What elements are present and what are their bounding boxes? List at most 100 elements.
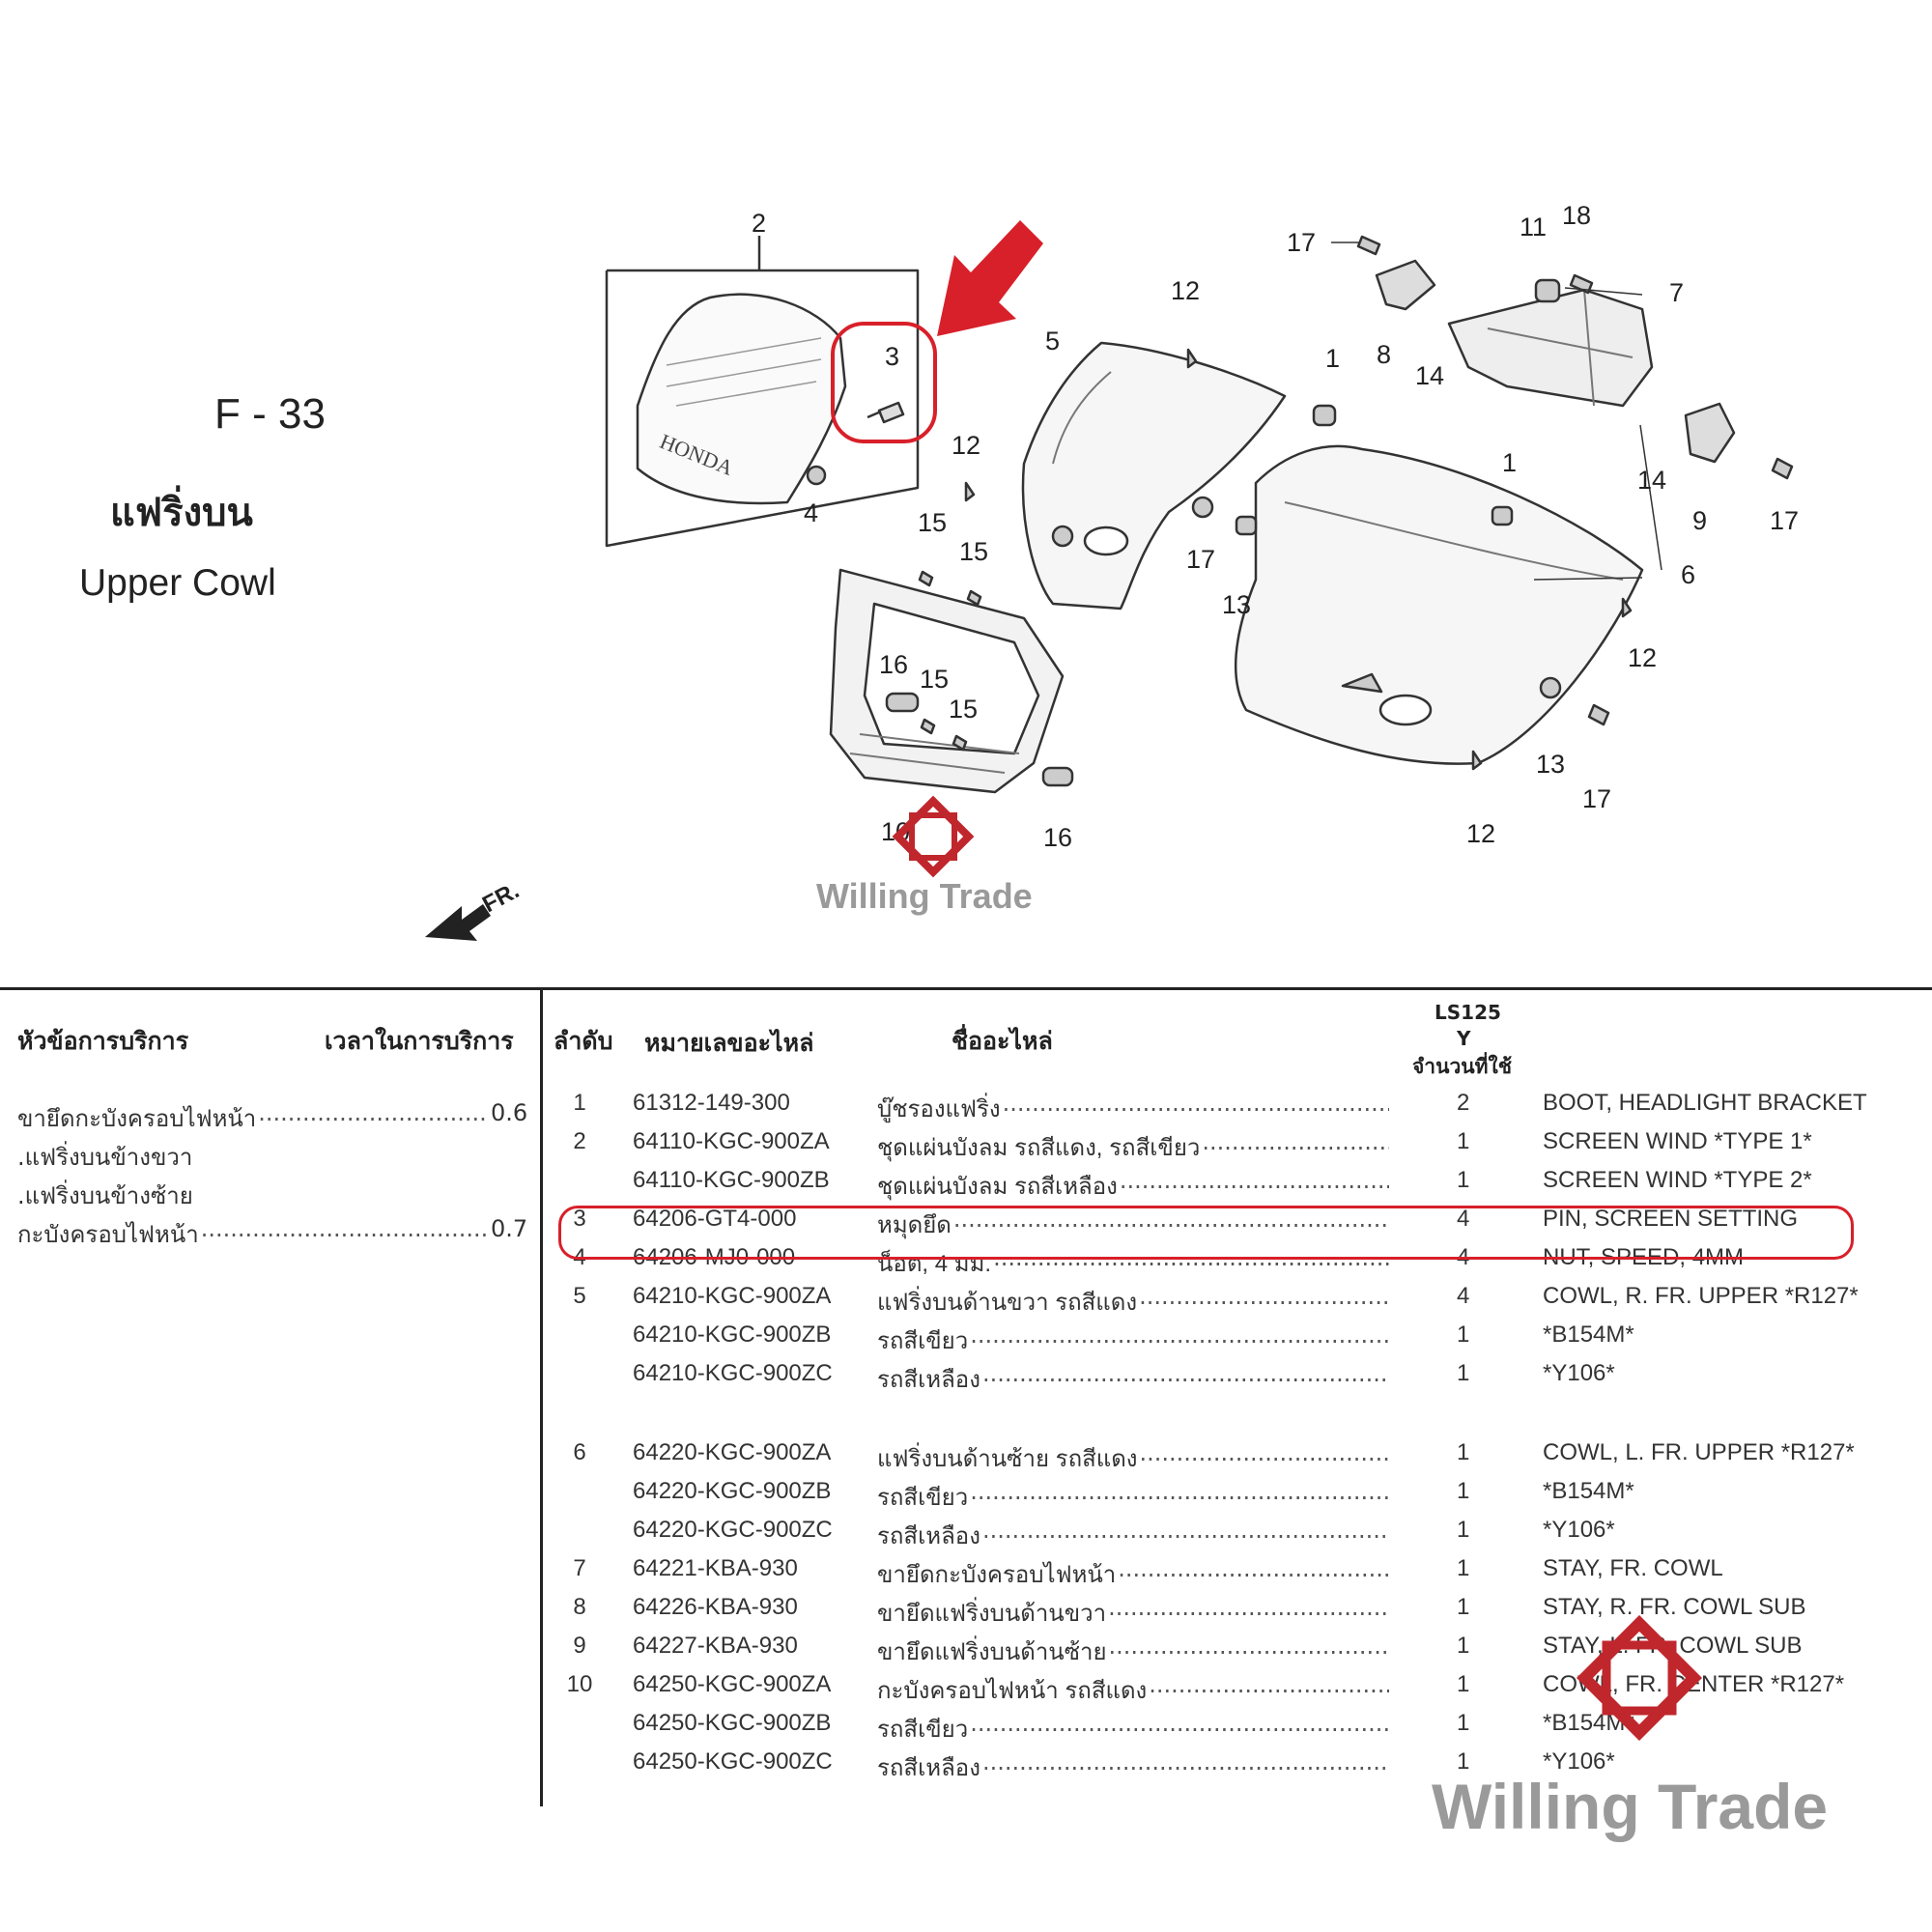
dot-leader: ........................................… bbox=[970, 1321, 1389, 1349]
dot-leader: ........................................… bbox=[1108, 1633, 1389, 1660]
callout-8: 8 bbox=[1377, 340, 1391, 369]
service-item-label: .แฟริ่งบนข้างซ้าย bbox=[17, 1182, 193, 1209]
part-name-english: SCREEN WIND *TYPE 2* bbox=[1543, 1167, 1812, 1193]
pin-part bbox=[867, 401, 905, 424]
part-name-thai: กะบังครอบไฟหน้า รถสีแดง bbox=[877, 1678, 1148, 1704]
quantity: 1 bbox=[1457, 1321, 1470, 1348]
part-name-thai: แฟริ่งบนด้านซ้าย รถสีแดง bbox=[877, 1446, 1138, 1472]
dot-leader: ........................................… bbox=[1149, 1671, 1389, 1698]
part-name-english: STAY, FR. COWL bbox=[1543, 1555, 1723, 1581]
part-number: 64210-KGC-900ZB bbox=[633, 1321, 832, 1348]
dot-leader: ........................................… bbox=[1108, 1594, 1389, 1621]
part-number: 64220-KGC-900ZA bbox=[633, 1439, 832, 1465]
dot-leader: ........................................… bbox=[1139, 1283, 1389, 1310]
callout-16: 16 bbox=[1043, 823, 1072, 852]
quantity: 1 bbox=[1457, 1360, 1470, 1386]
part-name-thai: รถสีเหลือง bbox=[877, 1367, 980, 1393]
part-name-english: *Y106* bbox=[1543, 1360, 1615, 1386]
dot-leader: ........................................… bbox=[970, 1710, 1389, 1737]
red-arrow-icon bbox=[937, 220, 1043, 336]
figure-code: F - 33 bbox=[214, 390, 326, 438]
callout-6: 6 bbox=[1681, 560, 1695, 589]
header-quantity: จำนวนที่ใช้ bbox=[1412, 1055, 1512, 1078]
table-column-divider bbox=[540, 987, 543, 1806]
part-name-thai: รถสีเหลือง bbox=[877, 1755, 980, 1781]
callout-18: 18 bbox=[1562, 201, 1591, 230]
part-name-thai: น็อต, 4 มม. bbox=[877, 1251, 992, 1277]
quantity: 1 bbox=[1457, 1555, 1470, 1581]
part-number: 64221-KBA-930 bbox=[633, 1555, 798, 1581]
quantity: 4 bbox=[1457, 1206, 1470, 1232]
callout-14: 14 bbox=[1637, 466, 1666, 495]
callout-1: 1 bbox=[1325, 344, 1340, 373]
front-direction-arrow-icon: FR. bbox=[425, 877, 524, 941]
callout-12: 12 bbox=[1171, 276, 1200, 305]
service-item-label: ขายึดกะบังครอบไฟหน้า bbox=[17, 1105, 257, 1132]
callout-1: 1 bbox=[1502, 448, 1517, 477]
callout-13: 13 bbox=[1536, 750, 1565, 779]
part-name-english: *B154M* bbox=[1543, 1478, 1634, 1504]
part-name-thai: รถสีเขียว bbox=[877, 1328, 969, 1354]
part-number: 64110-KGC-900ZB bbox=[633, 1167, 830, 1193]
dot-leader: ........................................… bbox=[952, 1206, 1389, 1233]
part-name-thai: ขายึดแฟริ่งบนด้านซ้าย bbox=[877, 1639, 1107, 1665]
service-item-time: 0.6 bbox=[491, 1099, 528, 1126]
part-name-english: COWL, L. FR. UPPER *R127* bbox=[1543, 1439, 1855, 1465]
watermark-text: Willing Trade bbox=[816, 876, 1033, 916]
part-number: 64250-KGC-900ZB bbox=[633, 1710, 832, 1736]
part-number: 64220-KGC-900ZB bbox=[633, 1478, 832, 1504]
part-name-thai: ชุดแผ่นบังลม รถสีแดง, รถสีเขียว bbox=[877, 1135, 1201, 1161]
quantity: 1 bbox=[1457, 1167, 1470, 1193]
dot-leader: ........................................… bbox=[981, 1748, 1389, 1776]
row-number: 8 bbox=[573, 1594, 586, 1620]
right-upper-cowl-part bbox=[1021, 341, 1287, 611]
header-service-topic: หัวข้อการบริการ bbox=[17, 1027, 189, 1055]
row-highlight-box bbox=[558, 1206, 1854, 1260]
callout-13: 13 bbox=[1222, 590, 1251, 619]
dot-leader: ........................................… bbox=[981, 1360, 1389, 1387]
watermark-text: Willing Trade bbox=[1432, 1771, 1829, 1842]
part-number: 64110-KGC-900ZA bbox=[633, 1128, 830, 1154]
row-number: 7 bbox=[573, 1555, 586, 1581]
quantity: 1 bbox=[1457, 1439, 1470, 1465]
fairing-stay-part bbox=[1447, 288, 1654, 408]
row-number: 1 bbox=[573, 1090, 586, 1116]
callout-17: 17 bbox=[1186, 545, 1215, 574]
dot-leader: ........................................… bbox=[1119, 1167, 1389, 1194]
part-name-english: STAY, R. FR. COWL SUB bbox=[1543, 1594, 1806, 1620]
dot-leader: ........................................… bbox=[200, 1215, 489, 1242]
quantity: 1 bbox=[1457, 1517, 1470, 1543]
part-name-thai: หมุดยึด bbox=[877, 1212, 952, 1238]
right-stay-sub-part bbox=[1375, 259, 1436, 311]
part-name-thai: แฟริ่งบนด้านขวา รถสีแดง bbox=[877, 1290, 1138, 1316]
row-number: 2 bbox=[573, 1128, 586, 1154]
quantity: 1 bbox=[1457, 1671, 1470, 1697]
part-name-english: BOOT, HEADLIGHT BRACKET bbox=[1543, 1090, 1867, 1116]
watermark-logo-icon bbox=[1577, 1615, 1702, 1741]
row-number: 9 bbox=[573, 1633, 586, 1659]
header-no: ลำดับ bbox=[554, 1027, 613, 1055]
service-item-label: .แฟริ่งบนข้างขวา bbox=[17, 1144, 193, 1171]
part-name-thai: รถสีเขียว bbox=[877, 1485, 969, 1511]
callout-7: 7 bbox=[1669, 278, 1684, 307]
part-name-thai: ชุดแผ่นบังลม รถสีเหลือง bbox=[877, 1174, 1118, 1200]
quantity: 1 bbox=[1457, 1128, 1470, 1154]
left-upper-cowl-part bbox=[1234, 444, 1644, 765]
part-name-english: *Y106* bbox=[1543, 1748, 1615, 1775]
dot-leader: ........................................… bbox=[1118, 1555, 1389, 1582]
part-number: 64206-GT4-000 bbox=[633, 1206, 797, 1232]
header-model-sub: Y bbox=[1457, 1027, 1471, 1050]
part-number: 61312-149-300 bbox=[633, 1090, 790, 1116]
header-part-number: หมายเลขอะไหล่ bbox=[644, 1029, 814, 1057]
part-name-thai: บู๊ชรองแฟริ่ง bbox=[877, 1096, 1001, 1122]
callout-3: 3 bbox=[885, 342, 899, 371]
header-part-name: ชื่ออะไหล่ bbox=[952, 1027, 1053, 1055]
figure-title-thai: แฟริ่งบน bbox=[110, 491, 253, 535]
callout-15: 15 bbox=[918, 508, 947, 537]
callout-12: 12 bbox=[1628, 643, 1657, 672]
callout-2: 2 bbox=[752, 209, 766, 238]
part-name-english: SCREEN WIND *TYPE 1* bbox=[1543, 1128, 1812, 1154]
callout-11: 11 bbox=[1520, 213, 1547, 242]
quantity: 1 bbox=[1457, 1748, 1470, 1775]
row-number: 5 bbox=[573, 1283, 586, 1309]
